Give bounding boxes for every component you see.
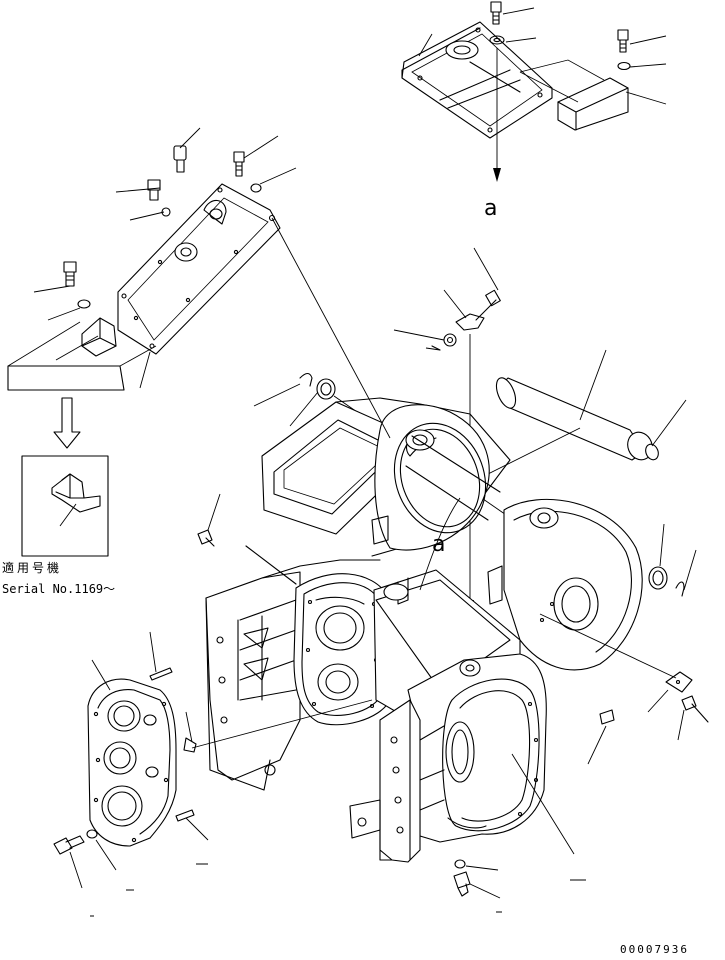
view-label-top: a (484, 196, 498, 221)
main-transmission-case (205, 397, 643, 863)
leader-line (419, 497, 461, 591)
serial-note-japanese: 適用号機 (2, 561, 63, 575)
housing-side-bolt (197, 493, 221, 547)
serial-variant-inset (21, 397, 109, 557)
document-number: 00007936 (620, 943, 689, 956)
small-parts-right (453, 613, 709, 913)
sensor-assembly (393, 247, 501, 612)
pump-cover-plate (53, 631, 373, 917)
top-cover-assembly (401, 1, 667, 182)
serial-note-english: Serial No.1169〜 (2, 582, 116, 596)
view-label-middle: a (432, 532, 446, 557)
leader-line (271, 217, 391, 439)
upper-left-cover (7, 127, 297, 391)
shaft-tube (419, 349, 687, 509)
